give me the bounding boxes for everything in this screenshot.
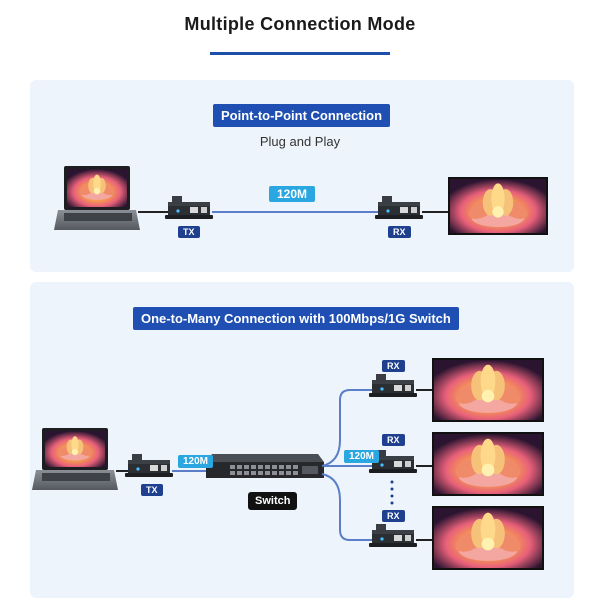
otm-cable-switch-rx1	[321, 389, 372, 467]
otm-speed-badge-in: 120M	[178, 455, 214, 468]
switch-label: Switch	[248, 492, 298, 510]
otm-cable-switch-rx3	[321, 473, 372, 541]
otm-rx-extender-1	[369, 374, 417, 397]
network-switch	[206, 454, 324, 478]
otm-display-1	[432, 358, 544, 422]
p2p-subtitle: Plug and Play	[259, 134, 341, 149]
otm-rx-extender-3	[369, 524, 417, 547]
otm-display-3	[432, 506, 544, 570]
p2p-tx-extender	[165, 196, 213, 219]
p2p-rx-extender	[375, 196, 423, 219]
otm-heading: One-to-Many Connection with 100Mbps/1G S…	[133, 307, 459, 330]
page-title: Multiple Connection Mode	[184, 14, 416, 34]
otm-display-2	[432, 432, 544, 496]
otm-tx-label: TX	[141, 484, 163, 496]
otm-tx-extender	[125, 454, 173, 477]
otm-laptop	[32, 428, 118, 490]
more-receivers-dots	[390, 480, 394, 505]
otm-speed-badge-out: 120M	[344, 450, 380, 463]
p2p-rx-label: RX	[388, 226, 411, 238]
p2p-speed-badge: 120M	[269, 186, 316, 202]
title-underline	[210, 52, 390, 55]
p2p-laptop	[54, 166, 140, 230]
p2p-tx-label: TX	[178, 226, 200, 238]
otm-rx-label-2: RX	[382, 434, 405, 446]
otm-rx-label-1: RX	[382, 360, 405, 372]
otm-rx-label-3: RX	[382, 510, 405, 522]
p2p-heading: Point-to-Point Connection	[213, 104, 391, 127]
p2p-display	[448, 177, 548, 235]
